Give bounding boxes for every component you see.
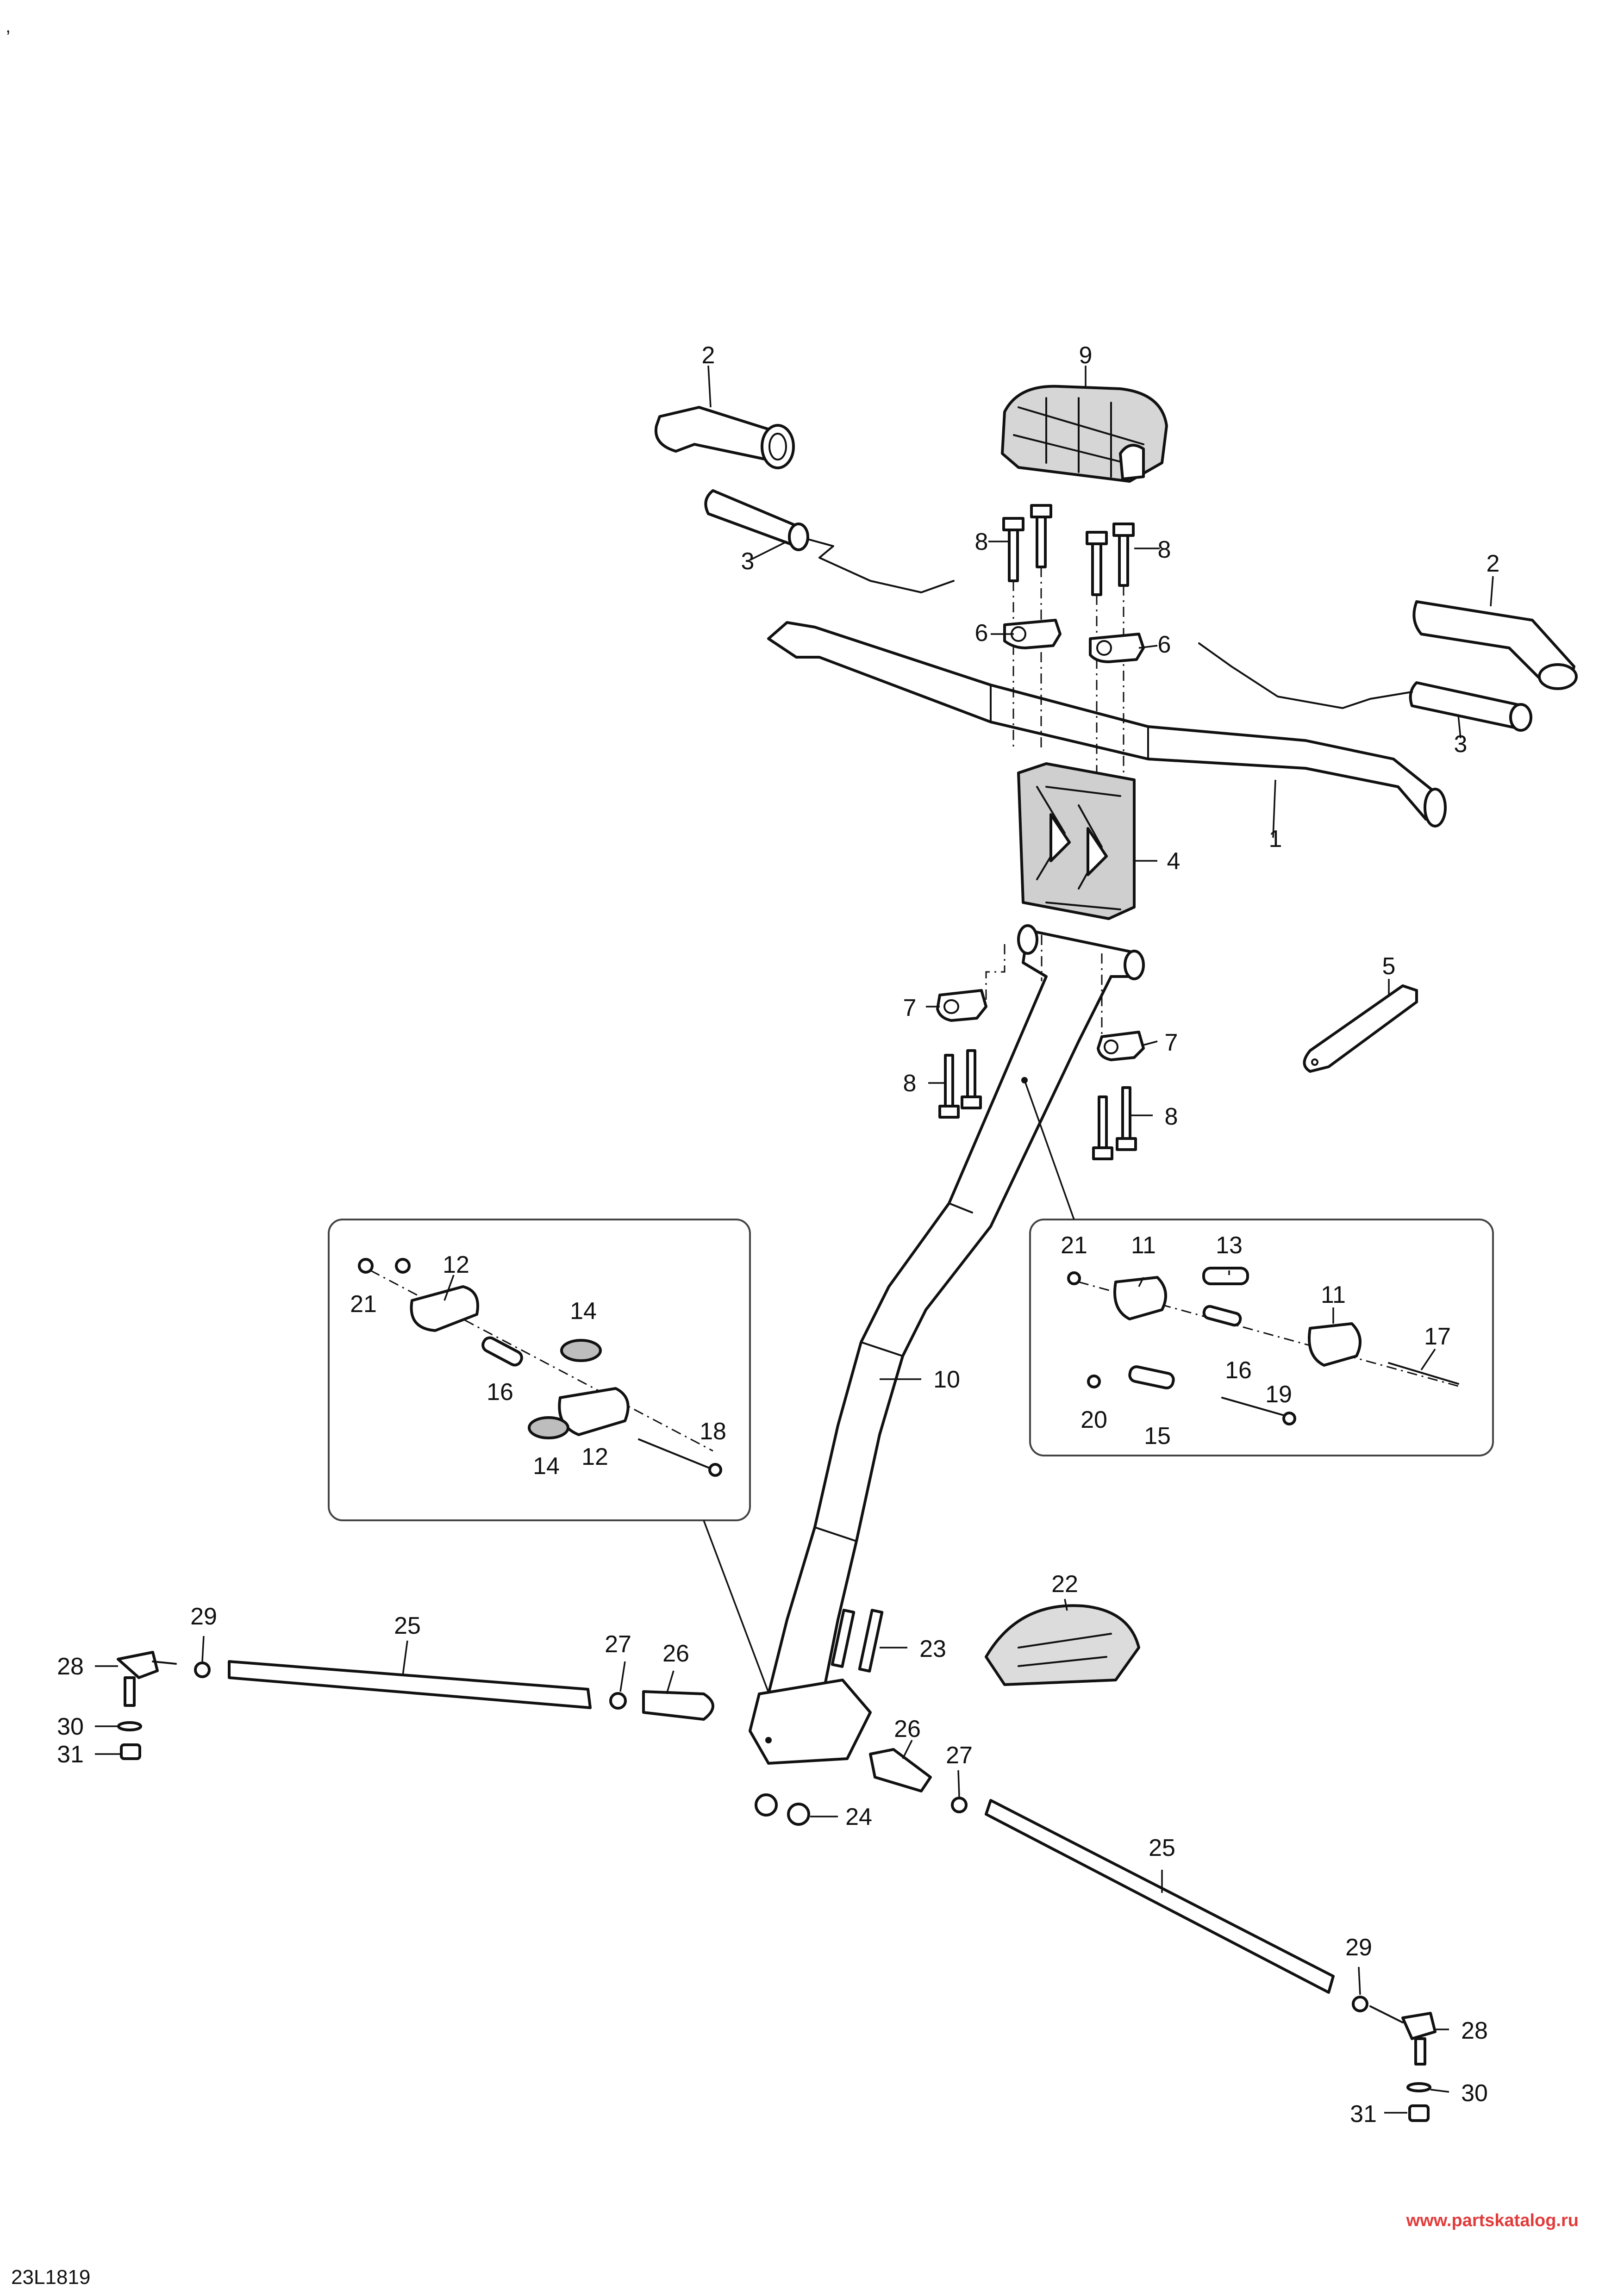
label-inset-right-17: 17: [1424, 1323, 1451, 1350]
label-part-8-upper-right: 8: [1158, 536, 1171, 563]
label-part-7-right: 7: [1165, 1029, 1178, 1056]
handlebar-cover: [1001, 385, 1168, 483]
label-part-28-right: 28: [1461, 2017, 1488, 2044]
label-part-26-right: 26: [894, 1716, 921, 1742]
clamp-cap-upper-right: [1089, 633, 1145, 663]
label-part-31-left: 31: [57, 1741, 84, 1768]
label-inset-right-16: 16: [1225, 1357, 1252, 1384]
label-part-2-left: 2: [702, 342, 715, 369]
label-inset-left-14-top: 14: [570, 1298, 597, 1325]
label-part-9: 9: [1079, 342, 1093, 369]
label-inset-left-14-bottom: 14: [533, 1453, 560, 1480]
label-part-25-right: 25: [1149, 1835, 1175, 1861]
clamp-cap-lower-left: [936, 989, 987, 1022]
label-part-6-right: 6: [1158, 631, 1171, 658]
tie-rod-left: [117, 1651, 714, 1760]
label-inset-right-11-left: 11: [1131, 1232, 1156, 1259]
label-part-4: 4: [1167, 848, 1181, 875]
label-part-5: 5: [1382, 953, 1396, 980]
bolts-lower-right: [1092, 1086, 1137, 1160]
label-inset-right-11-right: 11: [1321, 1282, 1346, 1308]
label-part-25-left: 25: [394, 1612, 421, 1639]
diagram-code: 23L1819: [11, 2266, 90, 2289]
inset-right: [1024, 1080, 1494, 1456]
label-inset-left-12-top: 12: [443, 1251, 469, 1278]
wrench-tool: [1303, 984, 1418, 1073]
clamp-cap-upper-left: [1003, 619, 1062, 649]
heated-grip-right: [1198, 642, 1532, 732]
label-part-3-left: 3: [741, 548, 755, 575]
label-inset-right-15: 15: [1144, 1423, 1171, 1450]
label-inset-left-12-bottom: 12: [581, 1444, 608, 1470]
clamp-cap-lower-right: [1097, 1031, 1145, 1061]
column-base: [749, 1679, 872, 1826]
label-part-8-lower-left: 8: [903, 1070, 917, 1097]
inset-left: [328, 1219, 779, 1717]
label-inset-left-18: 18: [700, 1418, 726, 1445]
bolts-23: [831, 1609, 884, 1673]
label-part-27-right: 27: [946, 1742, 973, 1769]
label-part-26-left: 26: [662, 1640, 689, 1667]
label-part-3-right: 3: [1454, 731, 1468, 758]
leader-lines: [95, 365, 1494, 2114]
label-part-29-right: 29: [1345, 1934, 1372, 1961]
corner-mark: ,: [6, 16, 11, 37]
label-part-2-right: 2: [1487, 550, 1500, 577]
label-part-22: 22: [1051, 1571, 1078, 1598]
label-inset-left-16: 16: [487, 1379, 513, 1406]
watermark-link[interactable]: www.partskatalog.ru: [1406, 2211, 1579, 2230]
riser-block: [1017, 762, 1136, 920]
label-part-6-left: 6: [975, 620, 988, 647]
label-part-8-lower-right: 8: [1165, 1103, 1178, 1130]
label-part-1: 1: [1269, 826, 1282, 852]
grip-right: [1412, 600, 1578, 690]
grip-left: [654, 406, 795, 469]
tie-rod-right: [869, 1748, 1437, 2122]
label-part-23: 23: [919, 1636, 946, 1662]
label-inset-right-20: 20: [1081, 1406, 1107, 1433]
label-part-28-left: 28: [57, 1653, 84, 1680]
label-part-30-right: 30: [1461, 2080, 1488, 2107]
label-part-29-left: 29: [190, 1603, 217, 1630]
handlebar: [767, 621, 1447, 828]
label-part-10: 10: [933, 1366, 960, 1393]
bolts-lower-left: [938, 1049, 982, 1119]
label-part-7-left: 7: [903, 995, 917, 1021]
label-part-8-upper-left: 8: [975, 529, 988, 555]
label-part-24: 24: [845, 1804, 872, 1830]
label-inset-right-13: 13: [1216, 1232, 1243, 1259]
heated-grip-left: [704, 489, 955, 593]
cover-plate: [985, 1604, 1140, 1686]
label-inset-left-21: 21: [350, 1291, 377, 1318]
part-labels: 2 9 3 8 8 2 6 6 3 1 4 5 7 7 8 8 10 12 21…: [57, 342, 1499, 2128]
label-part-27-left: 27: [605, 1631, 631, 1658]
label-part-30-left: 30: [57, 1713, 84, 1740]
bolts-upper-right: [1086, 523, 1135, 778]
label-part-31-right: 31: [1350, 2101, 1377, 2128]
bolts-upper-left: [1002, 504, 1052, 750]
label-inset-right-19: 19: [1265, 1381, 1292, 1408]
label-inset-right-21: 21: [1061, 1232, 1087, 1259]
